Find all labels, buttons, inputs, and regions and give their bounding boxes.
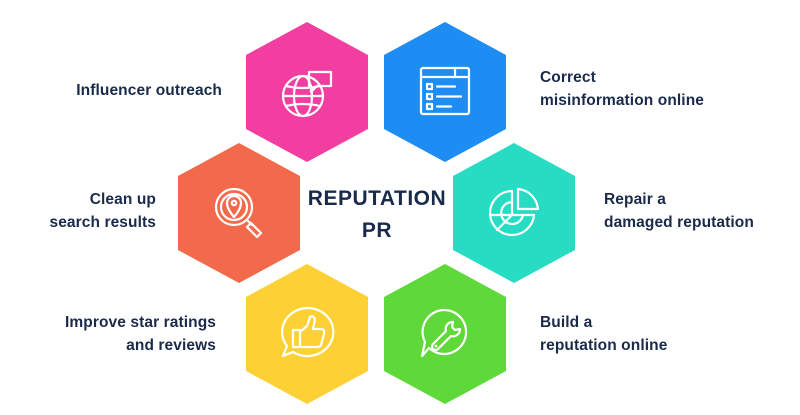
label-influencer: Influencer outreach xyxy=(76,79,222,102)
label-stars: Improve star ratings and reviews xyxy=(65,311,216,357)
label-repair-line-2: damaged reputation xyxy=(604,214,754,231)
label-correct: Correct misinformation online xyxy=(540,66,704,112)
wrench-bubble-icon xyxy=(420,308,468,358)
label-cleanup-line-1: Clean up xyxy=(89,191,156,208)
center-title-line-1: REPUTATION xyxy=(307,187,447,210)
label-influencer-line-1: Influencer outreach xyxy=(76,82,222,99)
hex-correct xyxy=(384,22,506,162)
label-stars-line-1: Improve star ratings xyxy=(64,314,216,331)
label-repair: Repair a damaged reputation xyxy=(604,188,754,234)
globe-chat-icon xyxy=(281,70,333,118)
label-cleanup: Clean up search results xyxy=(49,188,156,234)
checklist-icon xyxy=(419,66,471,116)
hex-repair xyxy=(453,143,575,283)
label-correct-line-1: Correct xyxy=(540,69,596,86)
center-title-line-2: PR xyxy=(361,219,393,242)
magnifier-pin-icon xyxy=(214,187,263,239)
label-stars-line-2: and reviews xyxy=(126,337,216,354)
label-build-line-2: reputation online xyxy=(540,337,668,354)
hex-influencer xyxy=(246,22,368,162)
hex-build xyxy=(384,264,506,404)
hex-cleanup xyxy=(178,143,300,283)
label-build-line-1: Build a xyxy=(540,314,593,331)
center-title: REPUTATION PR xyxy=(292,183,462,247)
thumbs-up-bubble-icon xyxy=(281,306,335,358)
pie-chart-icon xyxy=(488,187,540,237)
label-correct-line-2: misinformation online xyxy=(540,92,704,109)
label-repair-line-1: Repair a xyxy=(604,191,666,208)
label-build: Build a reputation online xyxy=(540,311,667,357)
hex-stars xyxy=(246,264,368,404)
label-cleanup-line-2: search results xyxy=(49,214,156,231)
